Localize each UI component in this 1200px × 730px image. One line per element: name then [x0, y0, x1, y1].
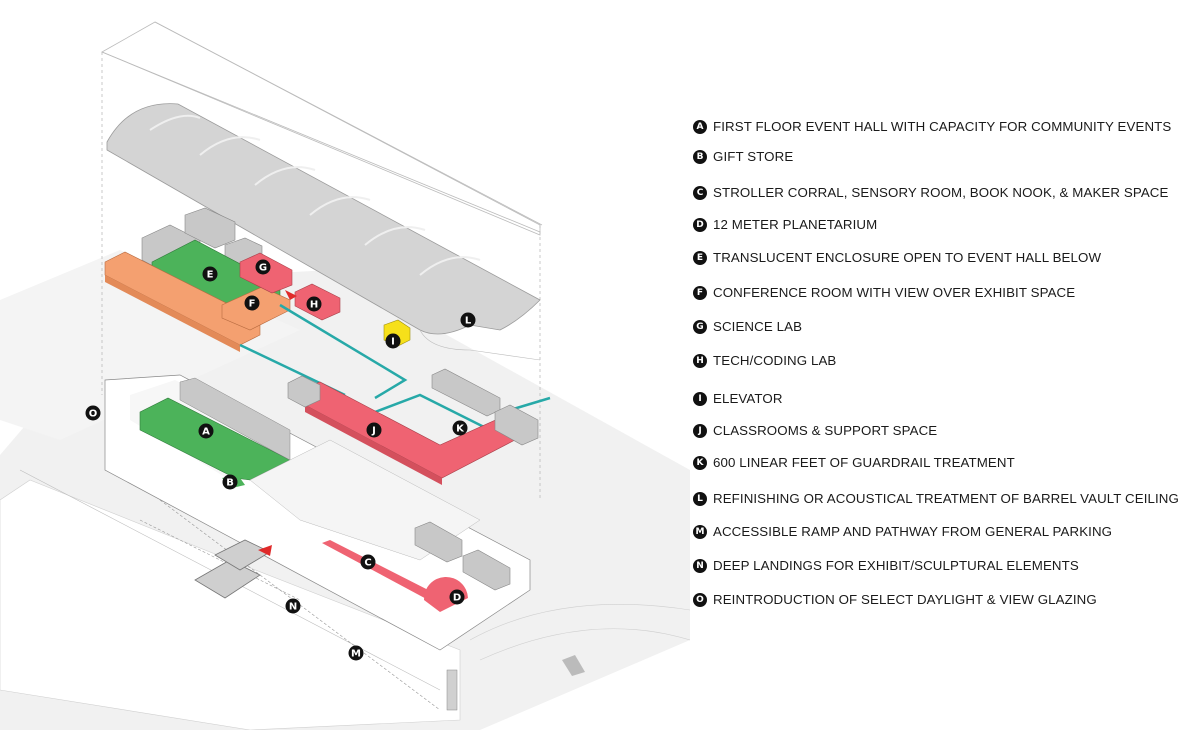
- legend-badge: H: [693, 353, 707, 368]
- legend-item-c: C STROLLER CORRAL, SENSORY ROOM, BOOK NOO…: [693, 185, 1168, 200]
- legend-text: CONFERENCE ROOM WITH VIEW OVER EXHIBIT S…: [713, 285, 1076, 300]
- legend-item-f: F CONFERENCE ROOM WITH VIEW OVER EXHIBIT …: [693, 285, 1075, 300]
- marker-circle: [452, 420, 468, 436]
- marker-label: B: [226, 478, 234, 489]
- legend-text: REINTRODUCTION OF SELECT DAYLIGHT & VIEW…: [713, 592, 1097, 607]
- marker-label: F: [249, 299, 256, 310]
- legend-item-g: G SCIENCE LAB: [693, 319, 802, 334]
- marker-circle: [360, 554, 376, 570]
- marker-circle: [85, 405, 101, 421]
- legend-text: CLASSROOMS & SUPPORT SPACE: [713, 423, 938, 438]
- legend-badge: E: [693, 250, 707, 265]
- legend-item-n: N DEEP LANDINGS FOR EXHIBIT/SCULPTURAL EL…: [693, 558, 1079, 573]
- legend-badge: K: [693, 455, 707, 470]
- marker-circle: [285, 598, 301, 614]
- marker-circle: [385, 333, 401, 349]
- legend-badge: J: [693, 423, 707, 438]
- marker-l: L: [460, 312, 476, 328]
- legend-text: 600 LINEAR FEET OF GUARDRAIL TREATMENT: [713, 455, 1015, 470]
- marker-label: I: [391, 337, 395, 348]
- axonometric-diagram: A B C D E F G H I J K L M N O: [0, 21, 690, 730]
- legend-badge: I: [693, 391, 707, 406]
- legend-text: 12 METER PLANETARIUM: [713, 217, 878, 232]
- legend-text: SCIENCE LAB: [713, 319, 803, 334]
- marker-circle: [449, 589, 465, 605]
- legend-item-k: K 600 LINEAR FEET OF GUARDRAIL TREATMENT: [693, 455, 1015, 470]
- legend-badge: A: [693, 119, 707, 134]
- legend-badge: N: [693, 558, 707, 573]
- legend-item-a: A FIRST FLOOR EVENT HALL WITH CAPACITY FO…: [693, 119, 1171, 134]
- ground-floor: [104, 374, 585, 711]
- legend-badge: B: [693, 149, 707, 164]
- marker-n: N: [285, 598, 301, 614]
- marker-e: E: [202, 266, 218, 282]
- legend-item-o: O REINTRODUCTION OF SELECT DAYLIGHT & VIE…: [693, 592, 1097, 607]
- legend-badge: G: [693, 319, 707, 334]
- legend-badge: M: [693, 524, 707, 539]
- legend-text: FIRST FLOOR EVENT HALL WITH CAPACITY FOR…: [713, 119, 1172, 134]
- marker-label: J: [371, 426, 376, 437]
- marker-label: M: [351, 649, 361, 660]
- legend-badge: C: [693, 185, 707, 200]
- marker-circle: [222, 474, 238, 490]
- legend-text: REFINISHING OR ACOUSTICAL TREATMENT OF B…: [713, 491, 1179, 506]
- legend-text: ACCESSIBLE RAMP AND PATHWAY FROM GENERAL…: [713, 524, 1113, 539]
- marker-label: D: [453, 593, 461, 604]
- legend-text: TECH/CODING LAB: [713, 353, 837, 368]
- marker-circle: [460, 312, 476, 328]
- marker-m: M: [348, 645, 364, 661]
- marker-a: A: [198, 423, 214, 439]
- marker-circle: [348, 645, 364, 661]
- marker-label: L: [465, 316, 472, 327]
- legend-item-m: M ACCESSIBLE RAMP AND PATHWAY FROM GENERA…: [693, 524, 1112, 539]
- marker-h: H: [306, 296, 322, 312]
- barrel-vault-ceiling: [106, 103, 541, 361]
- legend-item-b: B GIFT STORE: [693, 149, 793, 164]
- marker-c: C: [360, 554, 376, 570]
- legend-text: GIFT STORE: [713, 149, 794, 164]
- legend-text: STROLLER CORRAL, SENSORY ROOM, BOOK NOOK…: [713, 185, 1169, 200]
- marker-label: G: [259, 263, 267, 274]
- marker-circle: [255, 259, 271, 275]
- legend-text: DEEP LANDINGS FOR EXHIBIT/SCULPTURAL ELE…: [713, 558, 1079, 573]
- marker-k: K: [452, 420, 468, 436]
- legend-badge: D: [693, 217, 707, 232]
- marker-d: D: [449, 589, 465, 605]
- legend-text: ELEVATOR: [713, 391, 783, 406]
- marker-label: K: [456, 424, 465, 435]
- legend-item-h: H TECH/CODING LAB: [693, 353, 836, 368]
- marker-label: E: [207, 270, 214, 281]
- legend: A FIRST FLOOR EVENT HALL WITH CAPACITY FO…: [693, 0, 1193, 730]
- legend-text: TRANSLUCENT ENCLOSURE OPEN TO EVENT HALL…: [713, 250, 1102, 265]
- legend-item-l: L REFINISHING OR ACOUSTICAL TREATMENT OF …: [693, 491, 1179, 506]
- markers: A B C D E F G H I J K L M N O: [85, 259, 476, 661]
- legend-badge: O: [693, 592, 707, 607]
- marker-f: F: [244, 295, 260, 311]
- marker-b: B: [222, 474, 238, 490]
- marker-g: G: [255, 259, 271, 275]
- zone-c-stroller-corral: [322, 540, 440, 602]
- marker-circle: [366, 422, 382, 438]
- roof-envelope: [101, 21, 543, 500]
- marker-i: I: [385, 333, 401, 349]
- legend-badge: L: [693, 491, 707, 506]
- upper-floor: [104, 207, 551, 485]
- legend-item-e: E TRANSLUCENT ENCLOSURE OPEN TO EVENT HAL…: [693, 250, 1101, 265]
- marker-o: O: [85, 405, 101, 421]
- marker-label: N: [289, 602, 297, 613]
- marker-j: J: [366, 422, 382, 438]
- marker-circle: [198, 423, 214, 439]
- legend-item-j: J CLASSROOMS & SUPPORT SPACE: [693, 423, 937, 438]
- marker-circle: [202, 266, 218, 282]
- marker-circle: [244, 295, 260, 311]
- legend-badge: F: [693, 285, 707, 300]
- marker-label: H: [310, 300, 318, 311]
- legend-item-i: I ELEVATOR: [693, 391, 783, 406]
- marker-label: O: [89, 409, 98, 420]
- marker-circle: [306, 296, 322, 312]
- marker-label: A: [202, 427, 210, 438]
- legend-item-d: D 12 METER PLANETARIUM: [693, 217, 877, 232]
- marker-label: C: [364, 558, 371, 569]
